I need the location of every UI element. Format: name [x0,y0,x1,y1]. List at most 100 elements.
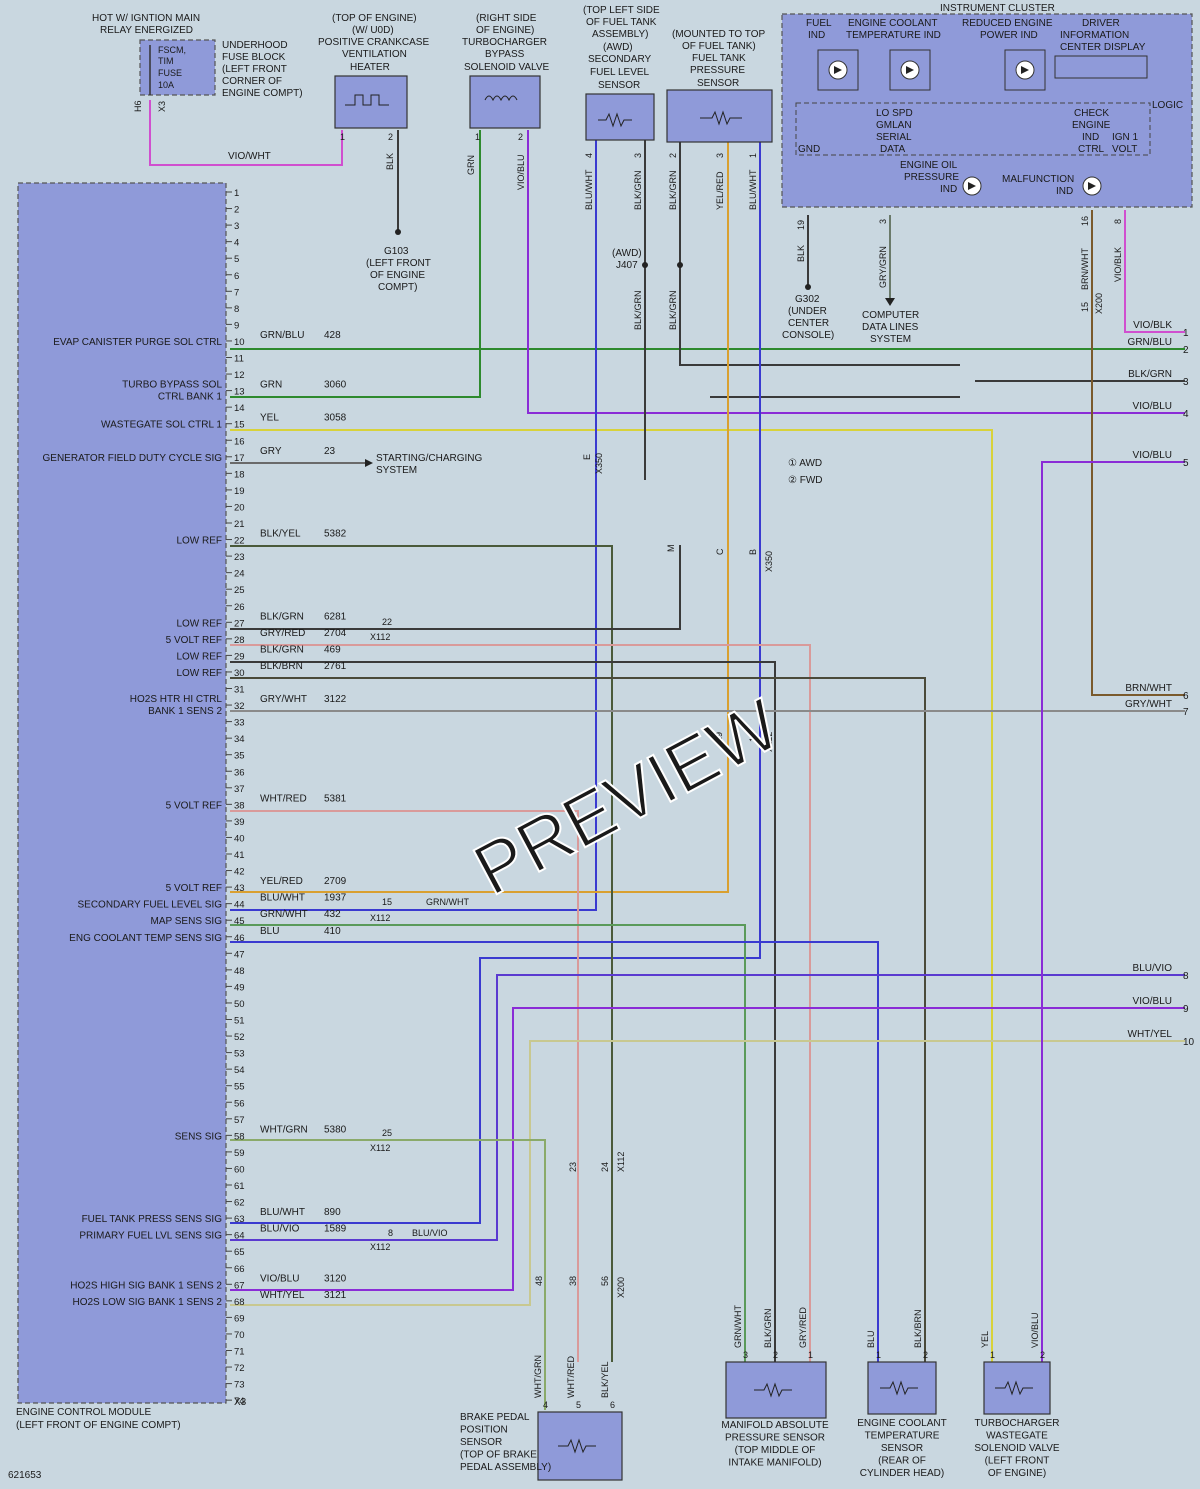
fuse-title-2: RELAY ENERGIZED [100,25,193,36]
ecm-connector: X3 [234,1397,247,1408]
ecm-circuit-number: 3122 [324,694,347,705]
ecm-pin-40: 40 [234,833,245,844]
ign-2: VOLT [1112,144,1137,155]
ecm-pin-43: 43 [234,883,245,894]
fuse-label-3: FUSE [158,68,182,78]
fuse-desc-1: UNDERHOOD [222,40,288,51]
bottom-component-body [983,1361,1051,1415]
ecm-circuit-number: 3121 [324,1290,347,1301]
check-4: CTRL [1078,144,1105,155]
ecm-circuit-number: 2704 [324,628,347,639]
ftp-title-2: OF FUEL TANK) [682,41,756,52]
ecm-pin-label: GENERATOR FIELD DUTY CYCLE SIG [43,453,223,464]
x112-label-1: X112 [370,632,390,642]
splice-j407-dot [642,262,648,268]
lospd-3: SERIAL [876,132,912,143]
ecm-pin-51: 51 [234,1016,245,1027]
ind-rep-2: POWER IND [980,30,1038,41]
lospd-4: DATA [880,144,906,155]
bottom-wire-label: GRN/WHT [733,1305,743,1348]
ftp-title-5: SENSOR [697,78,739,89]
fuse-pin-x3: X3 [157,101,167,112]
ecm-circuit-number: 890 [324,1207,341,1218]
ecm-wire-color: WHT/GRN [260,1124,308,1135]
bottom-component-title: POSITION [460,1425,508,1436]
ecm-pin-18: 18 [234,469,245,480]
ecm-pin-label: PRIMARY FUEL LVL SENS SIG [79,1231,222,1242]
right-edge-number: 4 [1183,409,1189,420]
cluster-pin-19: 19 [796,220,806,230]
cluster-logic: LOGIC [1152,100,1183,111]
arrow-down-icon [885,298,895,306]
wire-grn-wht-432 [230,924,746,1362]
ecm-pin-12: 12 [234,370,245,381]
right-edge-wire-label: BLK/GRN [1128,369,1172,380]
right-edge-number: 2 [1183,345,1189,356]
cluster-pin-3: 3 [878,219,888,224]
right-edge-number: 3 [1183,377,1189,388]
ecm-pin-label-2: CTRL BANK 1 [158,392,223,403]
ecm-circuit-number: 6281 [324,611,347,622]
ecm-pin-55: 55 [234,1082,245,1093]
wire-blk-grn-6281 [230,545,681,630]
ecm-pin-74: 74 [234,1396,245,1407]
sec-wire-blk-grn: BLK/GRN [633,170,643,210]
fuse-desc-4: CORNER OF [222,76,282,87]
ecm-pin-6: 6 [234,271,239,282]
bottom-pin-number: 4 [543,1400,548,1410]
x350-pin-m: M [666,545,676,553]
ecm-pin-3: 3 [234,221,239,232]
sec-title-5: SECONDARY [588,54,651,65]
check-3: IND [1082,132,1099,143]
ecm-pin-67: 67 [234,1280,245,1291]
ecm-pin-33: 33 [234,718,245,729]
right-edge-number: 9 [1183,1004,1189,1015]
ftp-wire-blu-wht: BLU/WHT [748,169,758,210]
g302-4: CONSOLE) [782,330,834,341]
x200-pin-38: 38 [568,1276,578,1286]
legend-awd: ① AWD [788,458,822,469]
sec-pin-3: 3 [633,153,643,158]
ecm-pin-23: 23 [234,552,245,563]
right-edge-wire-label: VIO/BLU [1133,450,1172,461]
bypass-title-5: SOLENOID VALVE [464,62,550,73]
cds-1: COMPUTER [862,310,919,321]
j407-line2: J407 [616,260,638,271]
ecm-pin-8: 8 [234,304,239,315]
wire-wht-yel-3121 [230,1040,1185,1306]
ecm-wire-color: BLU/WHT [260,893,305,904]
ftp-title-1: (MOUNTED TO TOP [672,29,765,40]
ecm-wire-color: GRY [260,446,282,457]
bottom-wire-label: VIO/BLU [1030,1312,1040,1348]
ign-1: IGN 1 [1112,132,1139,143]
x112-pin-12: 12 [748,732,758,742]
bypass-title-2: OF ENGINE) [476,25,534,36]
ftp-title-3: FUEL TANK [692,53,746,64]
ecm-pin-35: 35 [234,751,245,762]
right-edge-wire-label: GRN/BLU [1128,337,1172,348]
bottom-component-title: SOLENOID VALVE [974,1443,1060,1454]
ecm-circuit-number: 3060 [324,380,347,391]
bottom-wire-label: BLK/BRN [913,1309,923,1348]
ecm-pin-50: 50 [234,999,245,1010]
ecm-pin-46: 46 [234,933,245,944]
ecm-circuit-number: 5381 [324,793,347,804]
ecm-wire-color: WHT/YEL [260,1290,305,1301]
right-edge-connections: VIO/BLK1GRN/BLU2BLK/GRN3VIO/BLU4VIO/BLU5… [1125,320,1195,1048]
ecm-wire-color: YEL/RED [260,876,303,887]
x112-pin-25: 25 [382,1128,392,1138]
pcv-title-5: HEATER [350,62,390,73]
ecm-pin-62: 62 [234,1198,245,1209]
right-edge-wire-label: VIO/BLU [1133,996,1172,1007]
bottom-component-title: WASTEGATE [986,1431,1048,1442]
ecm-pin-29: 29 [234,651,245,662]
ect-ind-icon [889,49,931,91]
resistor-icon [598,112,632,128]
right-edge-number: 5 [1183,458,1189,469]
ecm-wire-color: VIO/BLU [260,1273,299,1284]
ecm-pin-20: 20 [234,502,245,513]
ecm-name-line1: ENGINE CONTROL MODULE [16,1407,152,1418]
bottom-wire-label: BLK/YEL [600,1361,610,1398]
bottom-component-title: CYLINDER HEAD) [860,1468,944,1479]
